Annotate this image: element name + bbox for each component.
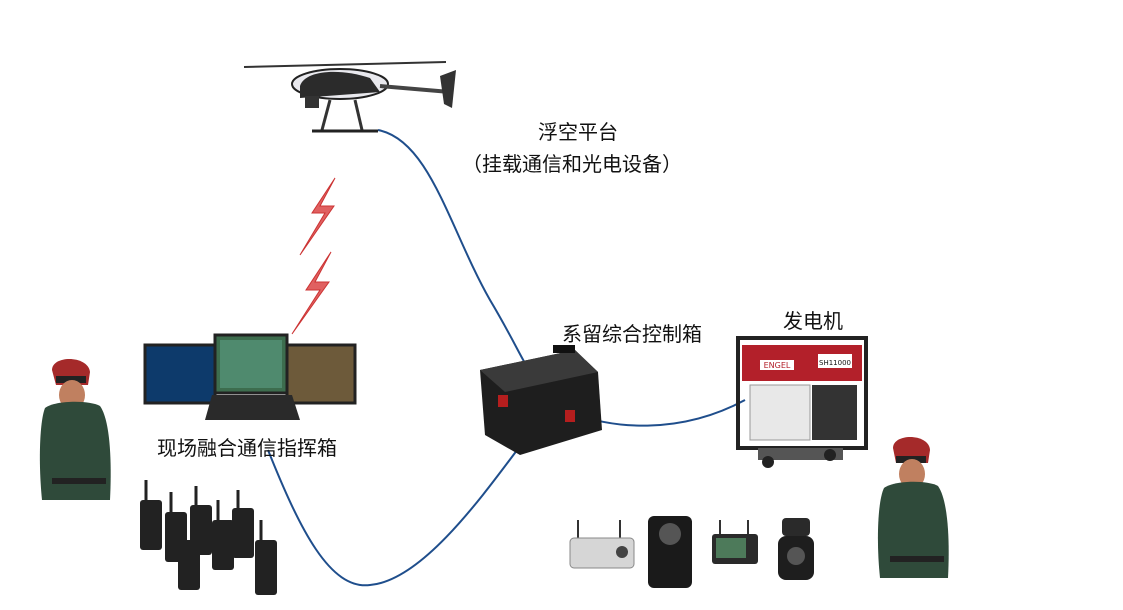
radio-icon [140, 480, 277, 595]
helicopter-drone-icon [243, 61, 456, 133]
lightning-icon [291, 251, 332, 335]
dome-camera-icon [778, 518, 814, 580]
generator-label: 发电机 [783, 309, 843, 333]
body-camera-icon [648, 516, 692, 588]
command-box-label: 现场融合通信指挥箱 [157, 436, 337, 460]
worker-icon [39, 358, 111, 500]
lightning-icon [299, 177, 336, 256]
command-cable [267, 419, 541, 587]
svg-text:ENGEL: ENGEL [764, 361, 791, 370]
generator-icon: ENGEL SH11000 [736, 336, 868, 468]
bullet-camera-icon [569, 520, 635, 569]
tether-control-box-label: 系留综合控制箱 [562, 322, 702, 346]
control-box-icon [480, 345, 602, 455]
svg-text:SH11000: SH11000 [819, 359, 851, 367]
aerial-platform-sublabel: （挂载通信和光电设备） [462, 152, 682, 176]
monitor-icon [712, 520, 758, 564]
worker-icon [877, 436, 949, 578]
aerial-platform-label: 浮空平台 [538, 120, 618, 144]
laptop-icon [143, 333, 357, 420]
